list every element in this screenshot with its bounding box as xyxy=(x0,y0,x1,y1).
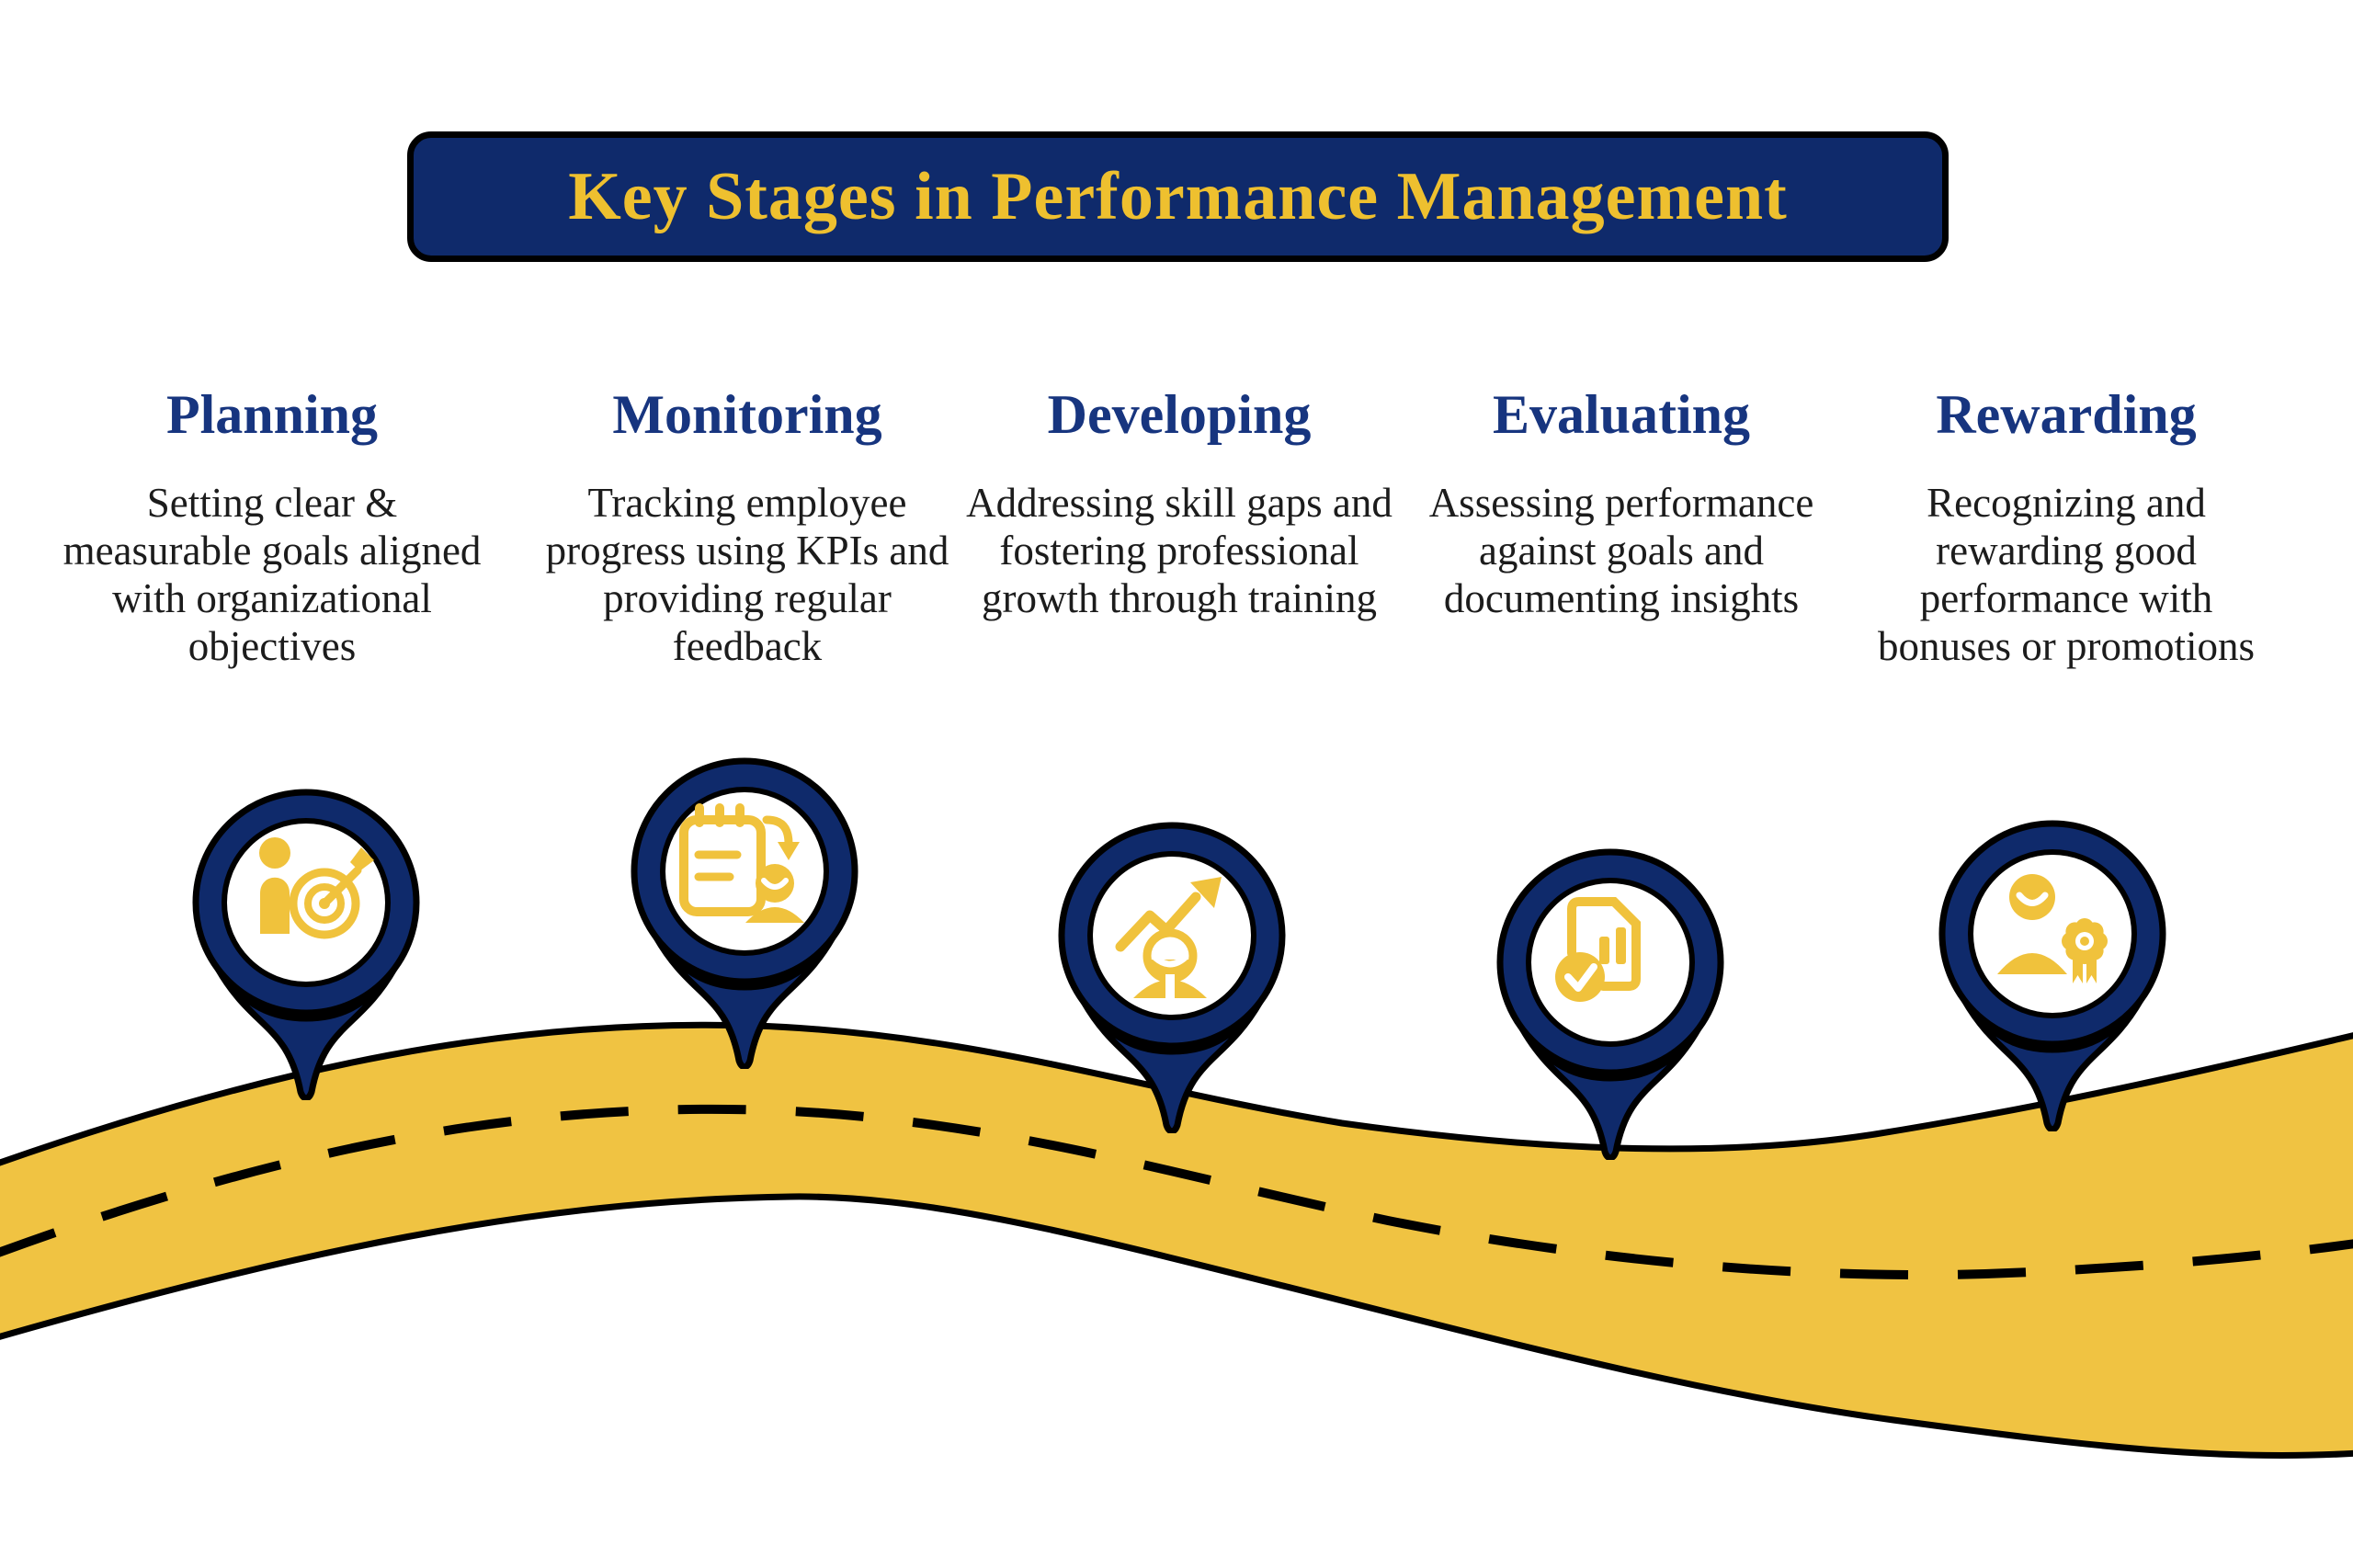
stage-description: Setting clear & measurable goals aligned… xyxy=(63,480,482,669)
stage-heading: Rewarding xyxy=(1936,384,2197,445)
stage-heading: Planning xyxy=(165,384,379,445)
pin-tail xyxy=(1518,1025,1702,1160)
stage-description: Assessing performance against goals and … xyxy=(1428,480,1814,621)
planning-map-pin xyxy=(192,789,420,1100)
stage-column-evaluating: Evaluating Assessing performance against… xyxy=(1405,386,1837,622)
road-surface xyxy=(0,1021,2353,1460)
road-center-dashed-line xyxy=(0,1104,2353,1280)
stage-heading: Evaluating xyxy=(1492,384,1751,445)
stage-heading: Monitoring xyxy=(612,384,882,445)
stage-column-planning: Planning Setting clear & measurable goal… xyxy=(56,386,488,670)
growth-arrow-person-icon xyxy=(1115,877,1222,998)
stage-description: Recognizing and rewarding good performan… xyxy=(1878,480,2255,669)
stage-description: Addressing skill gaps and fostering prof… xyxy=(966,480,1392,621)
pin-tail xyxy=(1080,998,1264,1133)
stage-description: Tracking employee progress using KPIs an… xyxy=(545,480,949,669)
stage-column-developing: Developing Addressing skill gaps and fos… xyxy=(963,386,1395,622)
document-chart-check-icon xyxy=(1555,897,1641,1002)
clipboard-sync-person-icon xyxy=(679,803,804,923)
page-title: Key Stages in Performance Management xyxy=(568,158,1788,234)
developing-map-pin xyxy=(1058,822,1286,1133)
stage-heading: Developing xyxy=(1047,384,1312,445)
rewarding-map-pin xyxy=(1938,820,2166,1131)
person-award-badge-icon xyxy=(1997,874,2108,983)
title-banner: Key Stages in Performance Management xyxy=(407,131,1949,262)
pin-tail xyxy=(214,965,398,1100)
pin-tail xyxy=(1961,996,2144,1131)
monitoring-map-pin xyxy=(631,757,858,1069)
stage-column-monitoring: Monitoring Tracking employee progress us… xyxy=(531,386,963,670)
person-target-icon xyxy=(259,837,374,939)
pin-tail xyxy=(653,934,836,1069)
stage-column-rewarding: Rewarding Recognizing and rewarding good… xyxy=(1850,386,2282,670)
pin-inner-circle xyxy=(1968,849,2137,1018)
evaluating-map-pin xyxy=(1496,848,1724,1160)
